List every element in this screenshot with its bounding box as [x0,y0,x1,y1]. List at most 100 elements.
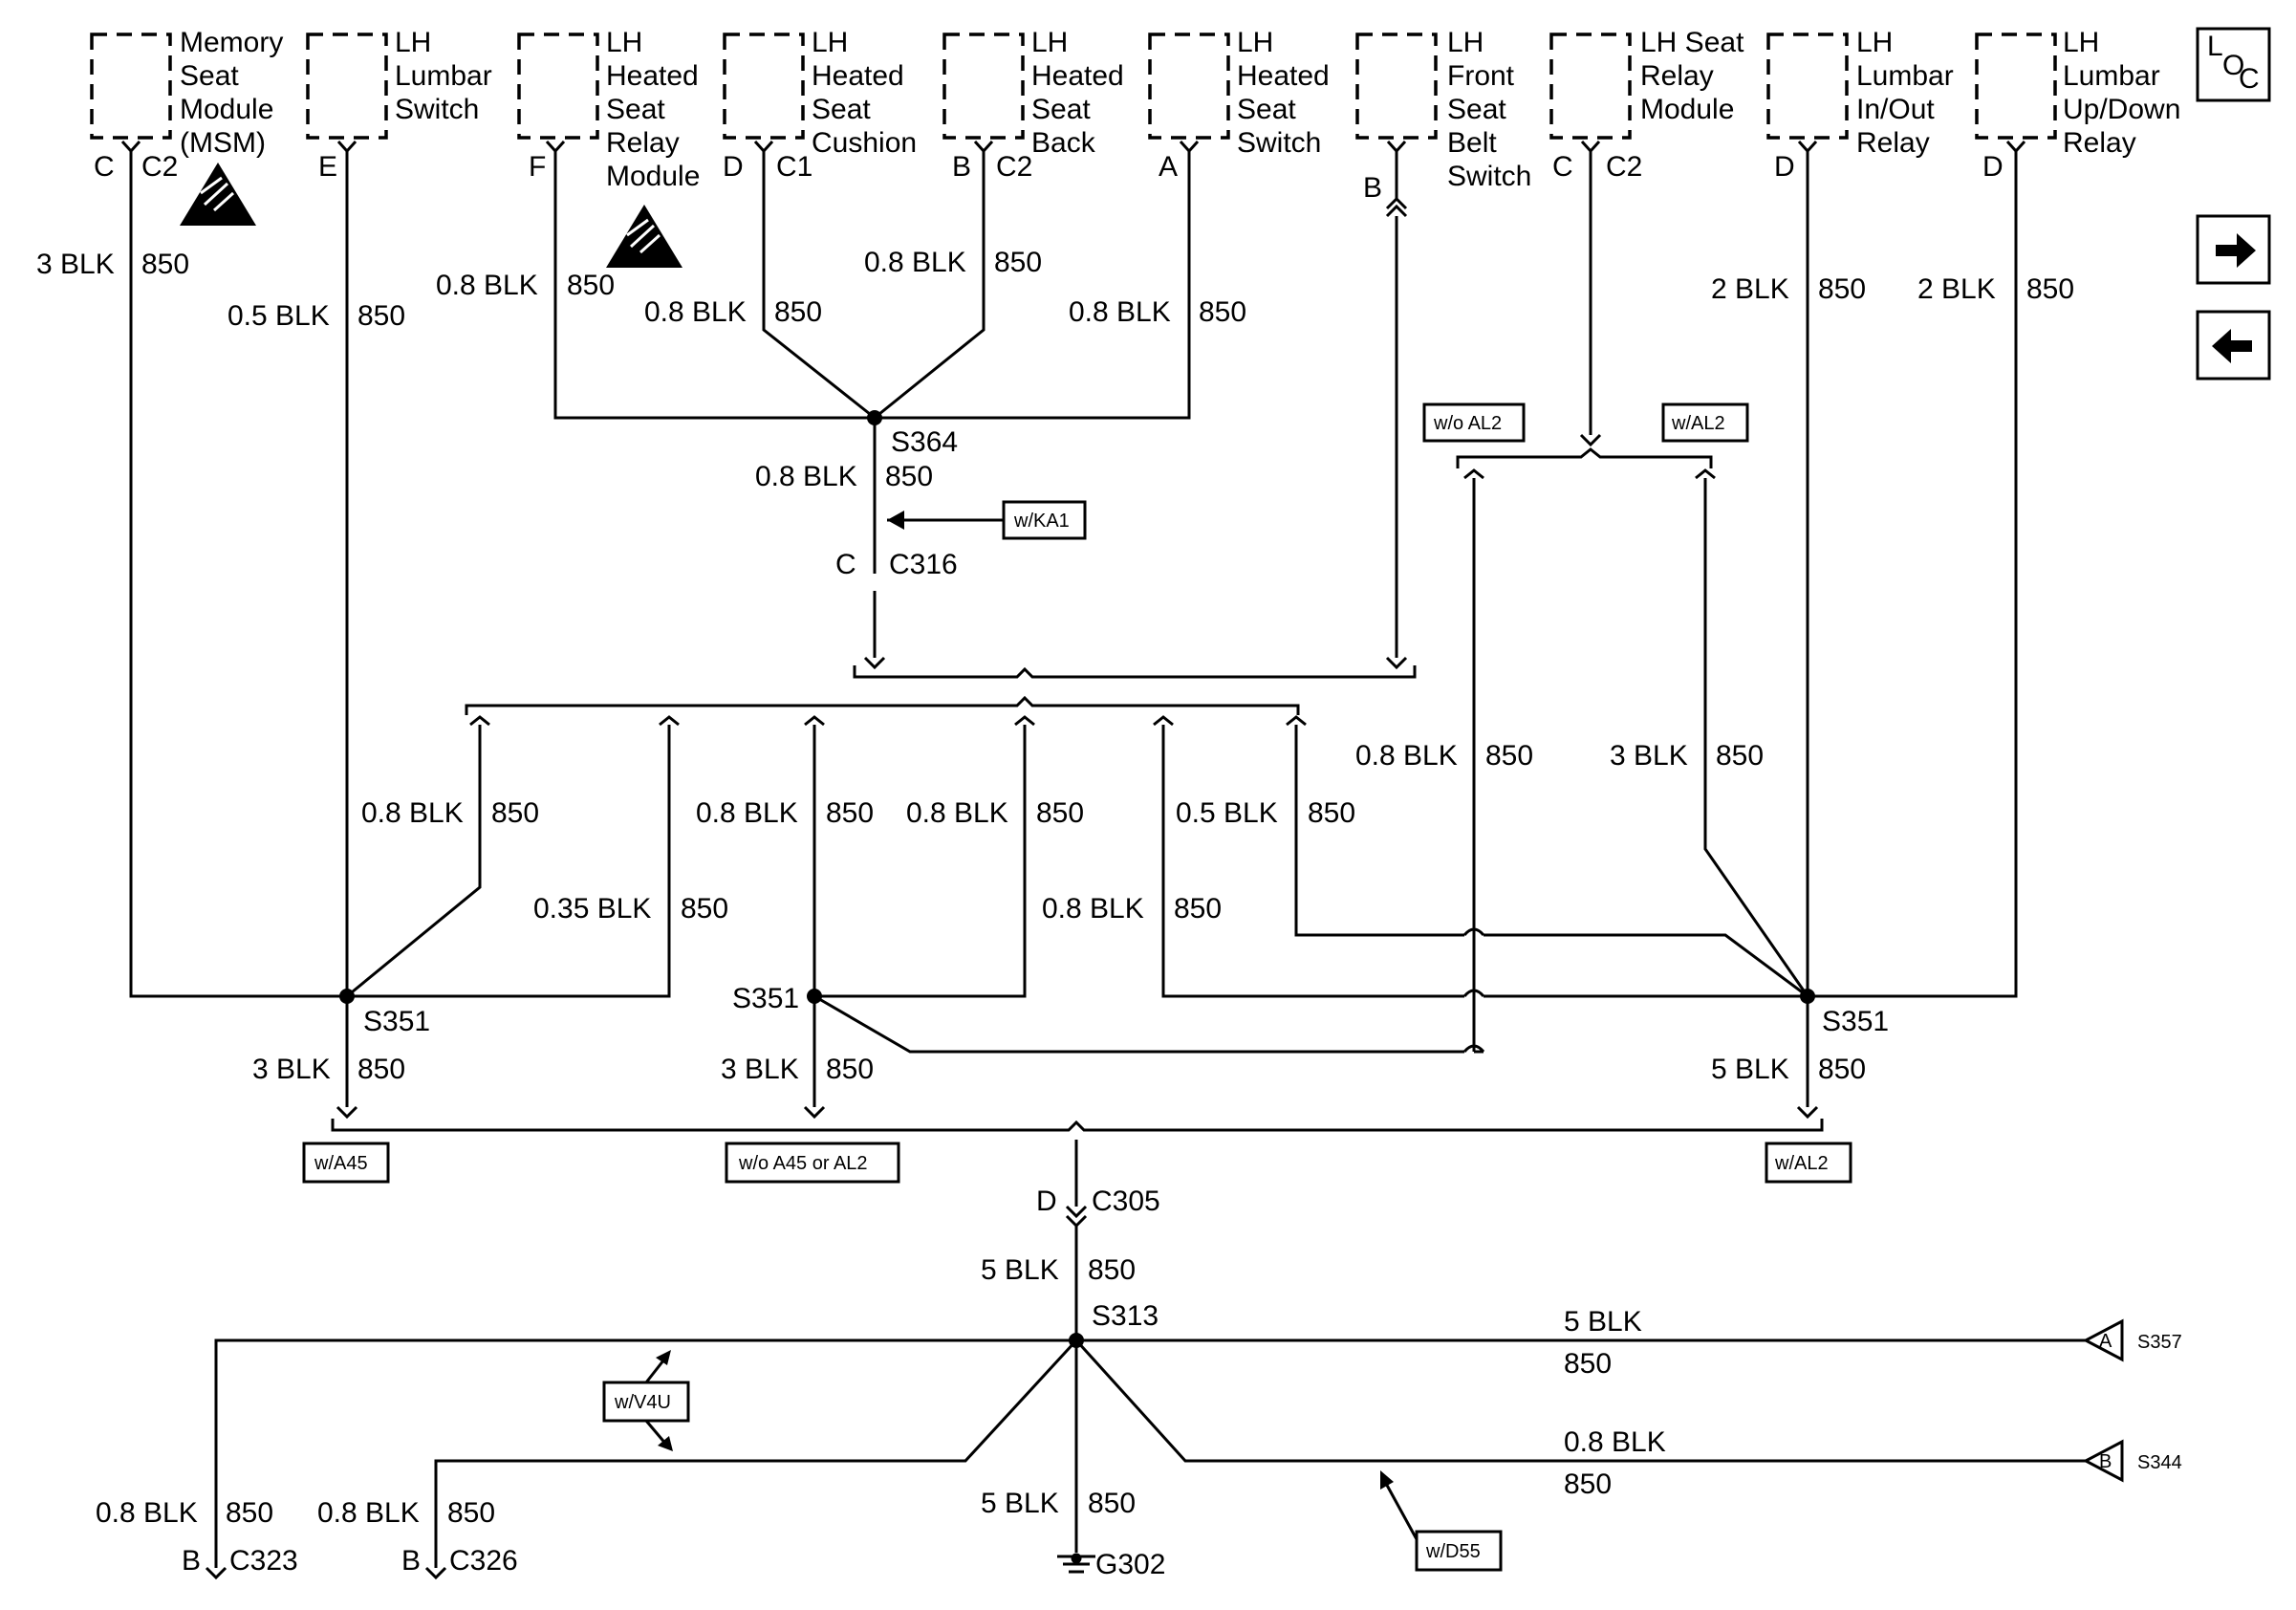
lumbar-switch-box [306,33,388,140]
option-label: w/V4U [614,1392,671,1413]
circuit-label: 850 [1818,273,1866,305]
connector-label: C2 [996,151,1032,183]
pin-label: F [529,151,546,183]
circuit-label: 850 [1818,1054,1866,1085]
wire-gauge-label: 3 BLK [1610,740,1688,772]
circuit-label: 850 [1174,893,1222,925]
heated-relay-box [517,33,599,140]
heated-switch-box [1148,33,1230,140]
connector-pin-label: D [1036,1186,1057,1217]
wire-gauge-label: 0.8 BLK [317,1497,420,1529]
connector-label: C2 [1606,151,1642,183]
circuit-label: 850 [994,247,1042,278]
pin-label: C [94,151,115,183]
esd-symbol [180,163,256,226]
wire-gauge-label: 3 BLK [721,1054,799,1085]
circuit-label: 850 [885,461,933,492]
circuit-label: 850 [1308,797,1355,829]
next-page-arrow-icon[interactable] [2196,214,2271,285]
circuit-label: 850 [357,1054,405,1085]
option-label: w/AL2 [1671,413,1725,434]
circuit-label: 850 [1088,1488,1136,1519]
ref-label: S357 [2137,1332,2182,1353]
splice-dot [807,989,822,1004]
wire-gauge-label: 0.8 BLK [696,797,798,829]
wire-gauge-label: 0.8 BLK [755,461,857,492]
ref-arrow-icon[interactable]: A [2082,1318,2124,1362]
heated-back-box [942,33,1025,140]
wire-gauge-label: 0.5 BLK [1176,797,1278,829]
splice-dot [1069,1333,1084,1348]
pin-label: D [1774,151,1795,183]
wire-gauge-label: 0.8 BLK [96,1497,198,1529]
wire-gauge-label: 0.8 BLK [1069,296,1171,328]
connector-label: C323 [229,1545,298,1577]
ref-arrow-icon[interactable]: B [2082,1439,2124,1483]
pin-label: D [723,151,744,183]
wire-gauge-label: 0.8 BLK [1355,740,1458,772]
wire-gauge-label: 0.35 BLK [533,893,651,925]
wire-gauge-label: 0.5 BLK [227,300,330,332]
msm-box [90,33,172,140]
circuit-label: 850 [1199,296,1246,328]
wire-gauge-label: 3 BLK [252,1054,331,1085]
option-label: w/D55 [1425,1541,1481,1562]
wires [129,151,2086,1580]
wire-gauge-label: 5 BLK [1711,1054,1789,1085]
svg-text:A: A [2099,1331,2112,1352]
option-label: w/AL2 [1774,1153,1829,1174]
wire-gauge-label: 0.8 BLK [864,247,966,278]
splice-label: S313 [1092,1300,1159,1332]
circuit-label: 850 [826,1054,874,1085]
svg-text:L: L [2207,31,2223,62]
circuit-label: 850 [2026,273,2074,305]
wire-gauge-label: 0.8 BLK [1042,893,1144,925]
circuit-label: 850 [1716,740,1764,772]
wire-gauge-label: 0.8 BLK [1564,1426,1666,1458]
connector-pin-label: C [835,549,856,580]
circuit-label: 850 [774,296,822,328]
pin-label: A [1159,151,1178,183]
circuit-label: 850 [491,797,539,829]
relay-module-box [1549,33,1632,140]
splice-labels: S364 S351 S351 S351 S313 C C316 D C305 B… [182,426,2182,1580]
heated-cushion-box [723,33,805,140]
circuit-label: 850 [1564,1469,1612,1500]
wire-gauge-label: 5 BLK [1564,1306,1642,1338]
component-pins: C C2 E F D C1 B C2 A B C C2 D D [94,151,2004,204]
wire-gauge-label: 2 BLK [1711,273,1789,305]
connector-label: C326 [449,1545,518,1577]
option-label: w/o AL2 [1433,413,1502,434]
connector-pin-label: B [182,1545,201,1577]
loc-icon[interactable]: L O C [2196,27,2271,102]
pin-label: E [318,151,337,183]
splice-label: S351 [732,983,799,1014]
splice-dots [339,410,1815,1348]
pin-label: C [1552,151,1573,183]
previous-page-arrow-icon[interactable] [2196,310,2271,381]
ground-icon [1057,1553,1095,1574]
option-boxes: w/KA1 w/o AL2 w/AL2 w/A45 w/o A45 or AL2… [302,402,1852,1572]
splice-dot [339,989,355,1004]
lumbar-updown-box [1975,33,2057,140]
esd-symbol [606,205,682,268]
connector-label: C305 [1092,1186,1160,1217]
circuit-label: 850 [1564,1348,1612,1380]
svg-text:O: O [2222,50,2244,81]
splice-label: S351 [1822,1006,1889,1037]
belt-switch-box [1355,33,1438,140]
circuit-label: 850 [447,1497,495,1529]
connector-label: C316 [889,549,958,580]
circuit-label: 850 [1088,1254,1136,1286]
